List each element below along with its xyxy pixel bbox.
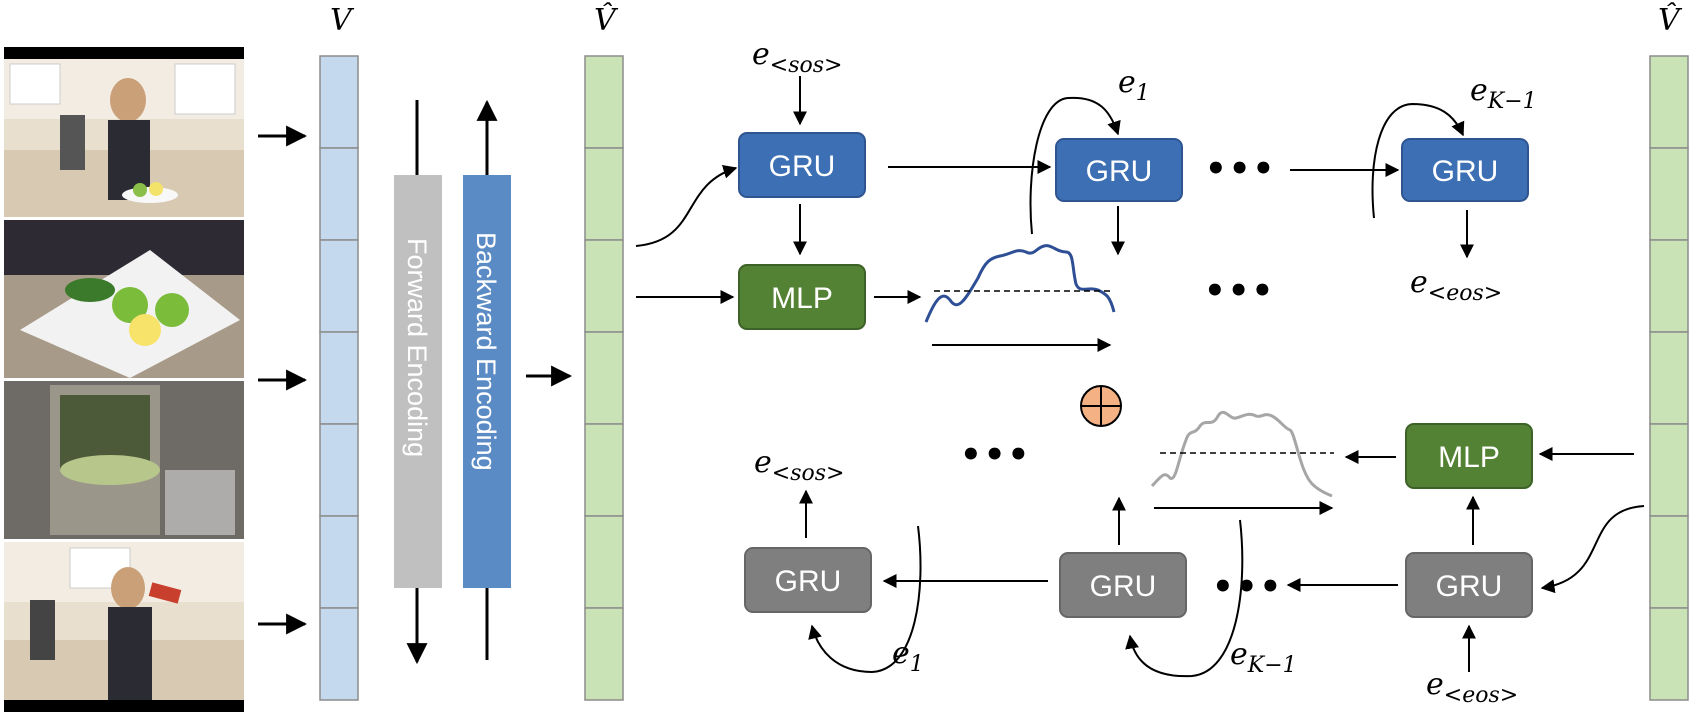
v-hat-right-label: V̂ [1658, 3, 1683, 38]
e1-bottom-label: e1 [892, 636, 924, 677]
v-hat-mid-column [584, 55, 624, 701]
v-hat-right-feature-cell [1649, 147, 1689, 241]
v-feature-cell [319, 55, 359, 149]
v-hat-right-feature-cell [1649, 607, 1689, 701]
mlp-top-label: MLP [771, 282, 833, 315]
ellipsis-top-2: ••• [1204, 271, 1275, 311]
v-feature-cell [319, 515, 359, 609]
top-score-curve [924, 244, 1116, 352]
sos-top-label: e<sos> [752, 37, 842, 78]
gru-top-1-label: GRU [769, 150, 836, 183]
ek1-top-label: eK−1 [1470, 73, 1537, 114]
mlp-bottom: MLP [1405, 423, 1533, 489]
e1-top-feedback-curve [1029, 96, 1121, 235]
v-feature-cell [319, 331, 359, 425]
v-hat-mid-feature-cell [584, 607, 624, 701]
ek1-bottom-label: eK−1 [1230, 637, 1297, 678]
ellipsis-top-1: ••• [1205, 149, 1276, 189]
v-label: V [330, 3, 355, 38]
e1-bottom-feedback-curve [808, 525, 922, 674]
sum-operator-icon [1080, 385, 1122, 427]
gru-top-3: GRU [1401, 138, 1529, 202]
v-hat-mid-label: V̂ [594, 3, 619, 38]
video-frame-4 [4, 542, 244, 700]
eos-top-label: e<eos> [1410, 265, 1502, 306]
gru-bottom-3: GRU [1405, 552, 1533, 618]
gru-bottom-2: GRU [1059, 552, 1187, 618]
v-hat-mid-feature-cell [584, 515, 624, 609]
ek1-bottom-feedback-curve [1125, 519, 1244, 678]
vhat-to-gru-curve [635, 164, 738, 247]
ellipsis-bottom-2: ••• [960, 435, 1031, 475]
v-hat-mid-feature-cell [584, 331, 624, 425]
bottom-score-curve [1150, 410, 1334, 515]
vhat-right-to-gru-curve [1540, 505, 1645, 594]
v-feature-column [319, 55, 359, 701]
mlp-top: MLP [738, 264, 866, 330]
ellipsis-bottom-1: ••• [1212, 567, 1283, 607]
ek1-top-feedback-curve [1371, 102, 1465, 219]
v-hat-mid-feature-cell [584, 55, 624, 149]
gru-top-2: GRU [1055, 138, 1183, 202]
backward-encoding-bar [463, 175, 511, 588]
gru-bottom-1: GRU [744, 547, 872, 613]
v-hat-right-feature-cell [1649, 515, 1689, 609]
v-hat-right-feature-cell [1649, 55, 1689, 149]
v-hat-mid-feature-cell [584, 147, 624, 241]
gru-top-2-label: GRU [1086, 155, 1153, 188]
gru-bottom-3-label: GRU [1436, 570, 1503, 603]
mlp-bottom-label: MLP [1438, 441, 1500, 474]
e1-top-label: e1 [1118, 65, 1150, 106]
gru-bottom-1-label: GRU [775, 565, 842, 598]
gru-top-3-label: GRU [1432, 155, 1499, 188]
v-hat-right-feature-cell [1649, 423, 1689, 517]
v-hat-mid-feature-cell [584, 423, 624, 517]
v-hat-right-feature-cell [1649, 331, 1689, 425]
v-feature-cell [319, 147, 359, 241]
v-feature-cell [319, 239, 359, 333]
v-hat-right-column [1649, 55, 1689, 701]
v-hat-right-feature-cell [1649, 239, 1689, 333]
video-frame-1 [4, 59, 244, 217]
forward-encoding-label: Forward Encoding [402, 238, 432, 457]
video-frame-3 [4, 381, 244, 539]
backward-encoding-label: Backward Encoding [471, 232, 501, 471]
gru-bottom-2-label: GRU [1090, 570, 1157, 603]
video-frame-2 [4, 220, 244, 378]
sos-bottom-label: e<sos> [754, 445, 844, 486]
eos-bottom-label: e<eos> [1426, 667, 1518, 708]
video-frames [4, 47, 244, 712]
gru-top-1: GRU [738, 132, 866, 198]
forward-encoding-bar [394, 175, 442, 588]
v-feature-cell [319, 607, 359, 701]
v-feature-cell [319, 423, 359, 517]
v-hat-mid-feature-cell [584, 239, 624, 333]
